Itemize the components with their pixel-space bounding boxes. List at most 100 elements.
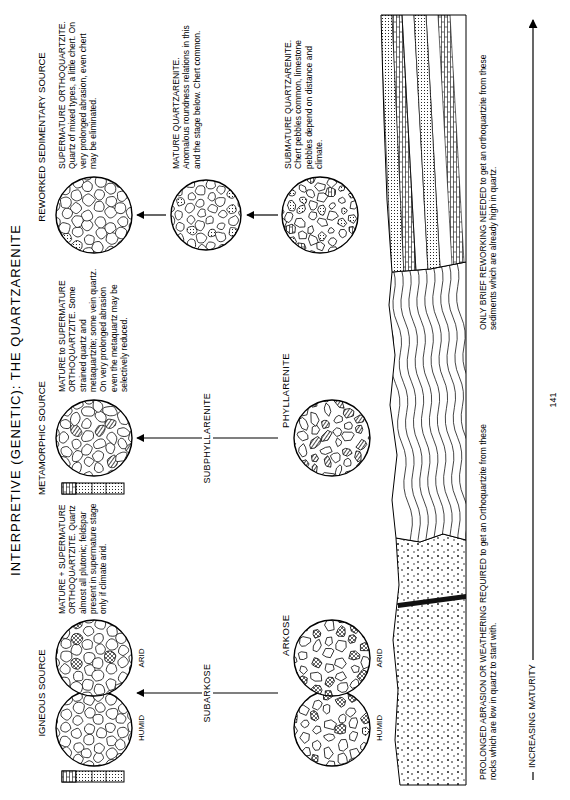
grain [118,428,130,437]
grain [278,209,285,215]
note-text: ONLY BRIEF REWORKING NEEDED to get an or… [478,30,498,330]
grain [82,210,93,221]
grain [333,415,342,423]
grain [115,177,127,188]
grain [61,447,72,457]
grain [312,740,320,750]
grain [187,226,197,235]
grain [338,714,345,723]
grain [324,403,331,416]
grain [84,734,94,745]
grain [299,637,310,647]
grain [94,743,104,753]
grain [119,645,129,655]
grain [129,430,139,443]
grain [95,217,106,228]
grain [115,203,126,214]
grain [300,720,308,728]
source-label: METAMORPHIC SOURCE [36,363,47,513]
grain [334,658,346,669]
thin-section-circle [280,175,360,255]
grain [324,747,333,759]
grain [321,430,332,441]
grain [92,670,104,681]
grain [208,229,216,237]
grain [215,198,225,207]
grain [129,653,139,663]
grain [84,235,94,245]
grain [105,723,115,732]
grain [218,210,227,217]
source-label: REWORKED SEDIMENTARY SOURCE [36,32,47,242]
grain [299,732,309,743]
grain [107,432,117,445]
grain [96,253,107,264]
grain [61,651,72,662]
grain [299,231,307,239]
grain [175,188,182,196]
grain [185,203,194,213]
grain [335,672,346,681]
grain [343,409,354,419]
grain [355,425,362,433]
grain [362,727,369,735]
grain [71,728,81,738]
grain [286,641,295,649]
grain [299,417,308,430]
sample-node: MATURE QUARTZARENITE. Anomalous roundnes… [168,19,244,255]
grain [343,458,350,466]
grain [94,684,105,695]
grain [306,190,314,198]
grain [118,727,129,738]
grain [339,186,345,191]
axis-label: INCREASING MATURITY [527,660,538,772]
grain [94,765,105,777]
grain [105,419,116,428]
grain [342,208,347,215]
grain [325,677,335,687]
grain [313,639,321,651]
grain [50,189,60,199]
grain [325,187,335,196]
sample-node: SUBMATURE QUARTZARENITE. Chert pebbles c… [280,19,360,255]
grain [59,627,70,638]
grain [71,190,82,201]
grain [115,739,125,750]
description-text: MATURE + SUPERMATURE ORTHOQUARTZITE. Qua… [54,502,109,614]
grain [278,232,284,238]
grain [176,222,184,231]
grain [338,218,347,227]
grain [330,453,340,463]
grain [313,630,321,639]
grain [328,238,337,246]
grain [118,438,127,448]
grain [84,696,95,706]
grain [311,613,321,622]
grain [61,694,73,705]
grain [337,683,347,693]
grain [130,196,140,206]
grain [95,703,105,712]
thin-section-circle [292,620,372,766]
grain [166,228,174,236]
grain [309,212,317,220]
title: INTERPRETIVE (GENETIC): THE QUARTZARENIT… [8,150,23,650]
grain [105,651,116,663]
grain [116,689,125,699]
grain [289,656,297,664]
description-text: MATURE QUARTZARENITE. Anomalous roundnes… [168,19,202,169]
grain [349,718,358,729]
grain [165,204,174,212]
grain [294,218,305,227]
grain [319,447,331,455]
sample-node: ARKOSE [280,615,372,766]
grain [196,233,206,243]
edge-arrow [137,214,166,215]
grain [308,226,314,234]
grain [82,418,92,428]
grain [298,652,307,660]
rock-name: ARKOSE [280,615,292,766]
grain [118,217,128,227]
grain [82,220,93,231]
grain [309,201,317,210]
